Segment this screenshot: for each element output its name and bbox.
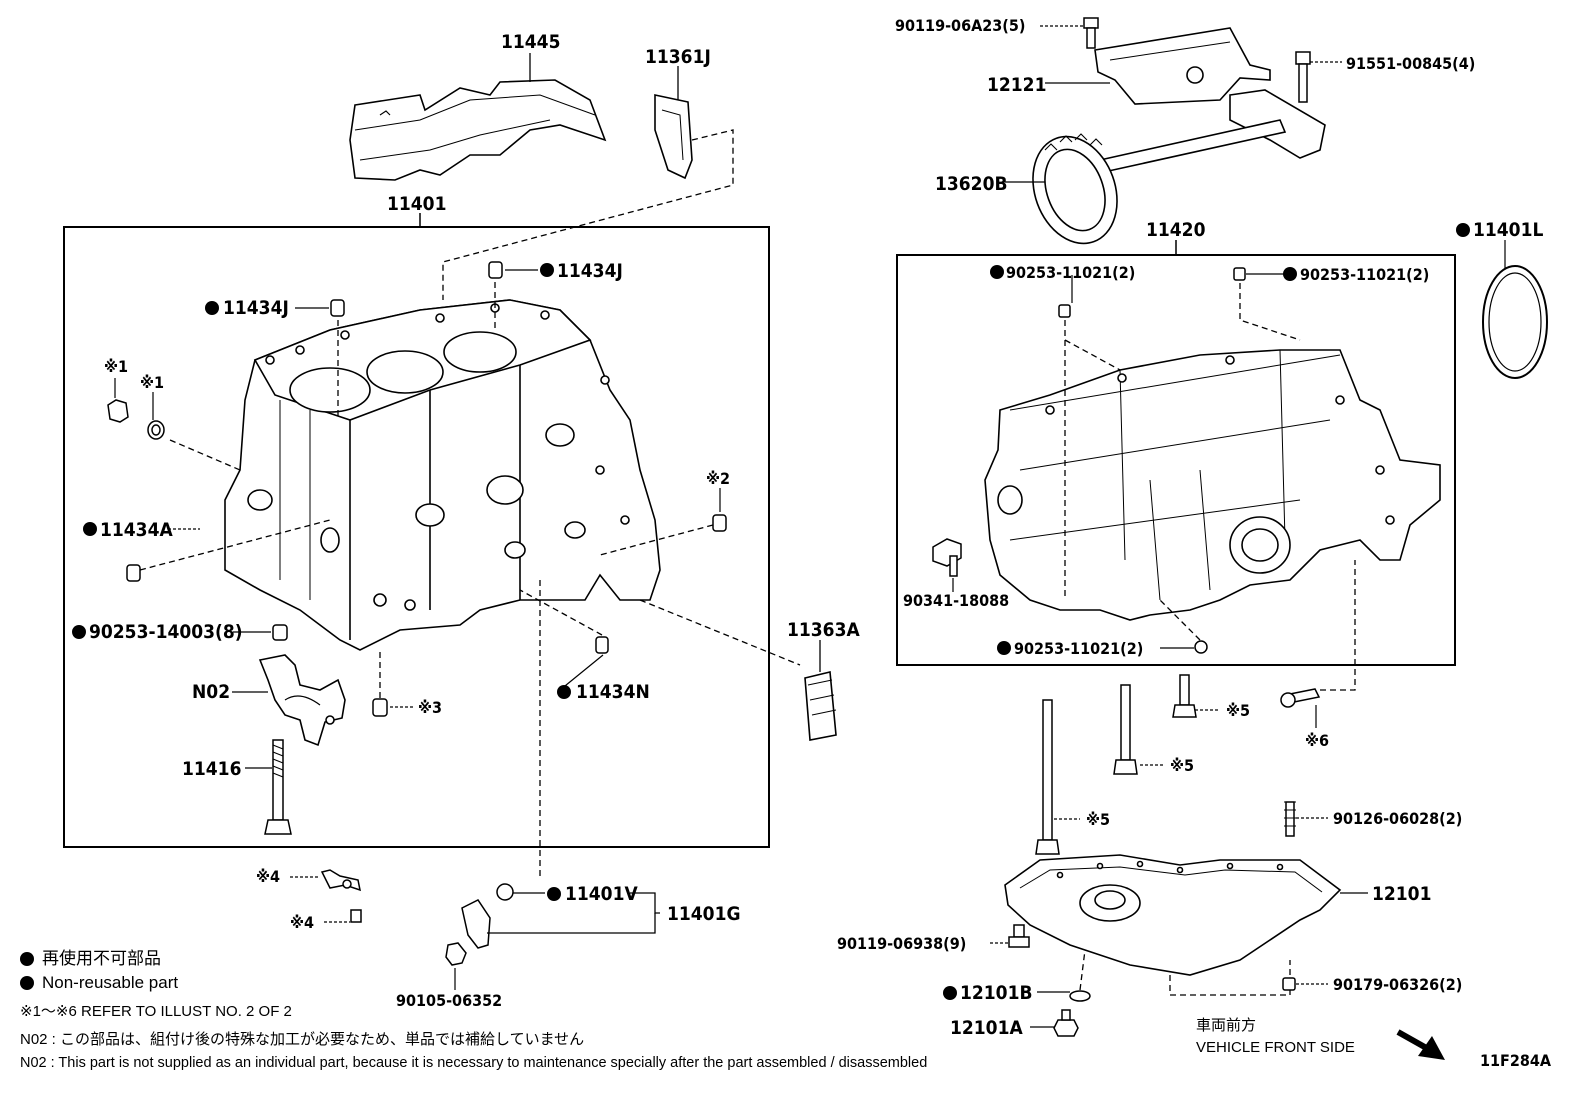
bolt-11416-drawing	[264, 739, 292, 835]
label-11434J-right: 11434J	[557, 260, 623, 282]
label-ref4-top: ※4	[256, 867, 280, 886]
insulator-11445-drawing	[349, 79, 607, 181]
balancer-drawing	[1032, 27, 1326, 245]
ref4-parts	[320, 869, 362, 923]
direction-en: VEHICLE FRONT SIDE	[1196, 1039, 1355, 1056]
label-11434J-left: 11434J	[223, 297, 289, 319]
label-90105-06352: 90105-06352	[396, 991, 502, 1010]
label-12101B: 12101B	[960, 982, 1033, 1004]
label-90341-18088: 90341-18088	[903, 591, 1009, 610]
label-ref5-b: ※5	[1170, 756, 1194, 775]
front-arrow-icon	[1396, 1029, 1445, 1060]
note-n02-en: N02 : This part is not supplied as an in…	[20, 1055, 928, 1071]
label-ref1-left: ※1	[104, 357, 128, 376]
ref1-parts	[107, 399, 165, 440]
oil-pan-12101-drawing	[1004, 854, 1342, 976]
legend-nonreusable-en: Non-reusable part	[42, 973, 179, 992]
label-13620B: 13620B	[935, 173, 1008, 195]
label-12101: 12101	[1372, 883, 1431, 905]
label-11401V: 11401V	[565, 883, 638, 905]
label-11434N: 11434N	[576, 681, 650, 703]
figure-code: 11F284A	[1480, 1051, 1552, 1070]
long-bolts	[1035, 674, 1321, 855]
bolt-small-top	[1083, 17, 1311, 103]
part-labels: 11445 11361J 11401 11434J 11434J ※1 ※1 ※…	[89, 16, 1543, 1039]
label-91551-00845: 91551-00845(4)	[1346, 54, 1475, 73]
label-11445: 11445	[501, 31, 560, 53]
direction-jp: 車両前方	[1196, 1017, 1257, 1034]
label-11361J: 11361J	[645, 46, 711, 68]
label-90253-11021-b: 90253-11021(2)	[1300, 265, 1429, 284]
label-90253-11021-c: 90253-11021(2)	[1014, 639, 1143, 658]
ladder-frame-drawing	[984, 349, 1441, 621]
block-group-frame	[63, 226, 770, 848]
label-ref1-right: ※1	[140, 373, 164, 392]
label-12101A: 12101A	[950, 1017, 1023, 1039]
legend-refer: ※1～※6 REFER TO ILLUST NO. 2 OF 2	[20, 1003, 292, 1020]
label-11363A: 11363A	[787, 619, 860, 641]
dowel-pins	[126, 261, 727, 717]
cylinder-block-drawing	[224, 299, 661, 651]
label-11401G: 11401G	[667, 903, 741, 925]
label-90119-06A23: 90119-06A23(5)	[895, 16, 1025, 35]
label-90179-06326: 90179-06326(2)	[1333, 975, 1462, 994]
label-90126-06028: 90126-06028(2)	[1333, 809, 1462, 828]
label-ref2: ※2	[706, 469, 730, 488]
label-11434A: 11434A	[100, 519, 173, 541]
label-ref4-bottom: ※4	[290, 913, 314, 932]
bearing-cap-N02-drawing	[258, 654, 346, 747]
strip-11363A-drawing	[804, 671, 837, 741]
label-90253-14003: 90253-14003(8)	[89, 621, 243, 643]
nonreusable-dots	[20, 223, 1470, 1000]
label-N02: N02	[192, 681, 230, 703]
sensor-11401G-drawing	[445, 883, 514, 966]
label-ref3: ※3	[418, 698, 442, 717]
note-n02-jp: N02 : この部品は、組付け後の特殊な加工が必要なため、単品では補給していませ…	[20, 1031, 585, 1048]
legend-nonreusable-jp: 再使用不可部品	[42, 949, 161, 968]
label-11420: 11420	[1146, 219, 1206, 241]
shield-11361J-drawing	[654, 94, 693, 180]
label-ref6: ※6	[1305, 731, 1329, 750]
label-12121: 12121	[987, 74, 1046, 96]
label-90253-11021-a: 90253-11021(2)	[1006, 263, 1135, 282]
label-11416: 11416	[182, 758, 241, 780]
label-11401: 11401	[387, 193, 446, 215]
label-11401L: 11401L	[1473, 219, 1543, 241]
label-ref5-c: ※5	[1226, 701, 1250, 720]
label-ref5-a: ※5	[1086, 810, 1110, 829]
label-90119-06938: 90119-06938(9)	[837, 934, 966, 953]
oil-seal-11401L-drawing	[1482, 265, 1548, 379]
